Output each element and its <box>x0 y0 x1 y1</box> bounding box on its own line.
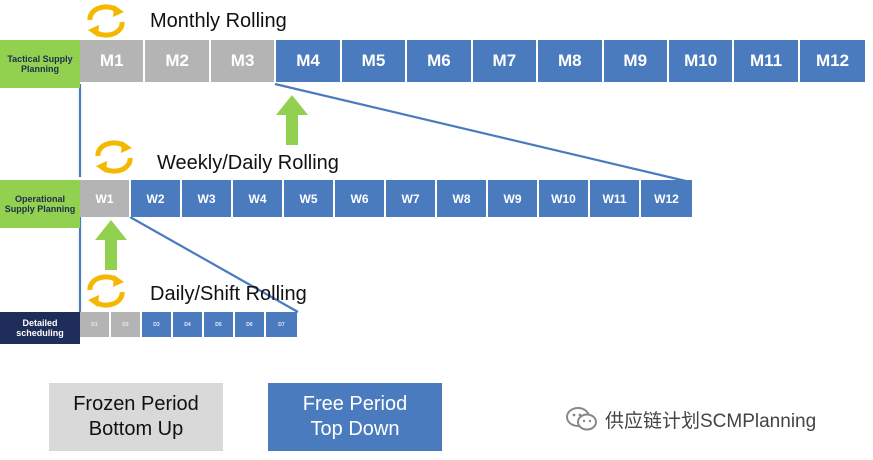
level-tactical: Tactical Supply Planning <box>0 40 80 88</box>
week-cell-free: W5 <box>284 180 335 217</box>
legend-frozen-line1: Frozen Period <box>73 393 199 415</box>
legend-frozen-period: Frozen Period Bottom Up <box>49 383 223 451</box>
day-cell-frozen: D2 <box>111 312 142 337</box>
legend-frozen-line2: Bottom Up <box>88 418 184 440</box>
up-arrow-icon <box>95 220 127 270</box>
weekly-to-daily-connector <box>129 216 299 313</box>
month-cell-free: M6 <box>407 40 473 82</box>
day-cell-free: D6 <box>235 312 266 337</box>
watermark: 供应链计划SCMPlanning <box>565 405 816 433</box>
week-cell-frozen: W1 <box>80 180 131 217</box>
legend-free-line2: Top Down <box>310 418 400 440</box>
legend-free-period: Free Period Top Down <box>268 383 442 451</box>
month-cell-frozen: M3 <box>210 40 277 82</box>
day-cell-free: D4 <box>173 312 204 337</box>
week-cell-free: W3 <box>182 180 233 217</box>
up-arrow-icon <box>276 95 308 145</box>
level-operational-label: Operational Supply Planning <box>4 193 76 214</box>
wechat-icon <box>566 407 597 431</box>
watermark-text: 供应链计划SCMPlanning <box>605 410 817 432</box>
week-cell-free: W6 <box>335 180 386 217</box>
month-cell-free: M12 <box>799 40 866 82</box>
month-cell-free: M11 <box>734 40 800 82</box>
daily-rolling-title: Daily/Shift Rolling <box>150 283 307 305</box>
rolling-cycle-icon <box>95 140 133 174</box>
level-detailed-label: Detailed scheduling <box>16 317 64 338</box>
level-tactical-label: Tactical Supply Planning <box>7 53 73 74</box>
week-cell-free: W9 <box>488 180 539 217</box>
month-row: M1 M2 M3 M4 M5 M6 M7 M8 M9 M10 M11 M12 <box>80 40 866 82</box>
month-cell-free: M4 <box>276 40 342 82</box>
day-row: D1 D2 D3 D4 D5 D6 D7 <box>80 312 297 337</box>
week-cell-free: W11 <box>590 180 641 217</box>
week-cell-free: W7 <box>386 180 437 217</box>
monthly-to-weekly-connector <box>274 82 691 184</box>
month-cell-free: M7 <box>472 40 539 82</box>
monthly-rolling-title: Monthly Rolling <box>150 10 287 32</box>
month-cell-free: M9 <box>603 40 669 82</box>
month-cell-free: M8 <box>538 40 604 82</box>
day-cell-frozen: D1 <box>80 312 111 337</box>
week-cell-free: W12 <box>641 180 692 217</box>
day-cell-free: D3 <box>142 312 173 337</box>
day-cell-free: D5 <box>204 312 235 337</box>
rolling-cycle-icon <box>87 4 125 38</box>
day-cell-free: D7 <box>266 312 297 337</box>
weekly-rolling-title: Weekly/Daily Rolling <box>157 152 339 174</box>
week-cell-free: W4 <box>233 180 284 217</box>
level-operational: Operational Supply Planning <box>0 180 80 228</box>
rolling-cycle-icon <box>87 274 125 308</box>
month-cell-free: M10 <box>668 40 735 82</box>
week-cell-free: W10 <box>539 180 590 217</box>
week-row: W1 W2 W3 W4 W5 W6 W7 W8 W9 W10 W11 W12 <box>80 180 692 217</box>
month-cell-frozen: M1 <box>80 40 146 82</box>
week-cell-free: W8 <box>437 180 488 217</box>
week-cell-free: W2 <box>131 180 182 217</box>
level-detailed: Detailed scheduling <box>0 312 80 344</box>
legend-free-line1: Free Period <box>302 393 408 415</box>
month-cell-free: M5 <box>341 40 408 82</box>
month-cell-frozen: M2 <box>145 40 211 82</box>
